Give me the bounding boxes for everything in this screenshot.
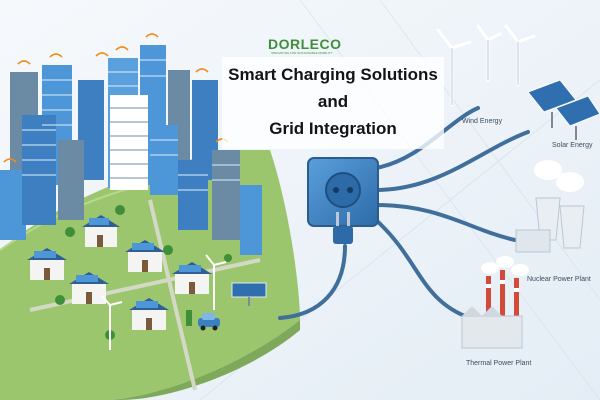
thermal-plant-icon — [461, 256, 529, 349]
brand-logo: DORLECO — [268, 36, 342, 52]
nuclear-plant-label: Nuclear Power Plant — [527, 276, 591, 283]
houses — [27, 215, 212, 330]
title-card: Smart Charging Solutions and Grid Integr… — [222, 57, 444, 149]
ev-car-icon — [186, 310, 220, 331]
solar-energy-label: Solar Energy — [552, 142, 593, 149]
wind-energy-label: Wind Energy — [462, 118, 503, 125]
title-line-2: and — [317, 92, 349, 111]
trees — [55, 205, 232, 340]
title-line-3: Grid Integration — [269, 119, 397, 138]
title-line-1: Smart Charging Solutions — [228, 65, 438, 84]
small-turbines — [101, 254, 227, 350]
thermal-plant-label: Thermal Power Plant — [466, 360, 532, 367]
brand-tagline: INNOVATING FOR SUSTAINABLE MOBILITY — [271, 51, 333, 55]
city-buildings — [0, 33, 262, 255]
solar-panel-icon — [527, 79, 600, 140]
nuclear-plant-icon — [515, 160, 585, 253]
island-solar-array — [231, 282, 267, 306]
power-socket-icon — [307, 157, 379, 244]
